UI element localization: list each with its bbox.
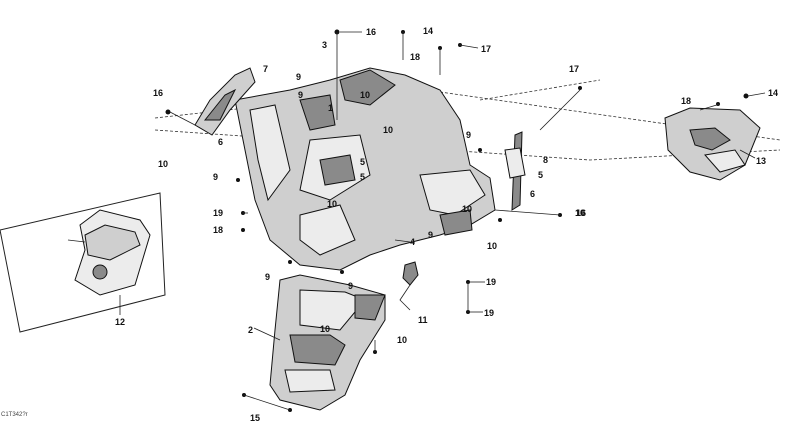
- callout-15: 15: [250, 413, 260, 422]
- callout-18: 18: [681, 96, 691, 106]
- callout-9: 9: [265, 272, 270, 282]
- callout-1: 1: [328, 103, 333, 113]
- part-13-right-guard: [664, 107, 761, 181]
- callout-16: 16: [153, 88, 163, 98]
- callout-8: 8: [543, 155, 548, 165]
- callout-10: 10: [575, 208, 585, 218]
- main-body-panel: [234, 67, 496, 271]
- callout-5: 5: [360, 172, 365, 182]
- callout-10: 10: [158, 159, 168, 169]
- callout-9: 9: [298, 90, 303, 100]
- callout-5: 5: [538, 170, 543, 180]
- callout-16: 16: [366, 27, 376, 37]
- callout-11: 11: [418, 315, 428, 325]
- callout-10: 10: [360, 90, 370, 100]
- callout-5: 5: [360, 157, 365, 167]
- callout-16: 16: [576, 208, 586, 218]
- part-2-lower-panel: [269, 274, 386, 411]
- callout-9: 9: [213, 172, 218, 182]
- callout-19: 19: [484, 308, 494, 318]
- part-8-bracket: [504, 131, 526, 211]
- callout-9: 9: [348, 281, 353, 291]
- callout-10: 10: [397, 335, 407, 345]
- inset-panel: [0, 192, 166, 333]
- part-7-left-fender: [194, 67, 256, 136]
- callout-4: 4: [410, 237, 415, 247]
- callout-12: 12: [115, 317, 125, 327]
- callout-19: 19: [486, 277, 496, 287]
- document-code: C1T342?r: [1, 412, 28, 418]
- callout-14: 14: [423, 26, 433, 36]
- callout-9: 9: [296, 72, 301, 82]
- callout-10: 10: [320, 324, 330, 334]
- callout-10: 10: [487, 241, 497, 251]
- callout-19: 19: [213, 208, 223, 218]
- leader-lines: [169, 31, 766, 411]
- callout-9: 9: [428, 230, 433, 240]
- callout-9: 9: [466, 130, 471, 140]
- callout-10: 10: [383, 125, 393, 135]
- callout-17: 17: [569, 64, 579, 74]
- callout-labels: 1 2 3 4 5 5 5 6 6 7 8 9 9 9 9 9 9 9 10 1…: [115, 26, 778, 422]
- callout-13: 13: [756, 156, 766, 166]
- callout-18: 18: [213, 225, 223, 235]
- callout-7: 7: [263, 64, 268, 74]
- callout-14: 14: [768, 88, 778, 98]
- callout-18: 18: [410, 52, 420, 62]
- callout-2: 2: [248, 325, 253, 335]
- callout-6: 6: [530, 189, 535, 199]
- callout-17: 17: [481, 44, 491, 54]
- callout-10: 10: [327, 199, 337, 209]
- callout-3: 3: [322, 40, 327, 50]
- part-11-bracket: [399, 261, 419, 311]
- callout-10: 10: [462, 204, 472, 214]
- callout-6: 6: [218, 137, 223, 147]
